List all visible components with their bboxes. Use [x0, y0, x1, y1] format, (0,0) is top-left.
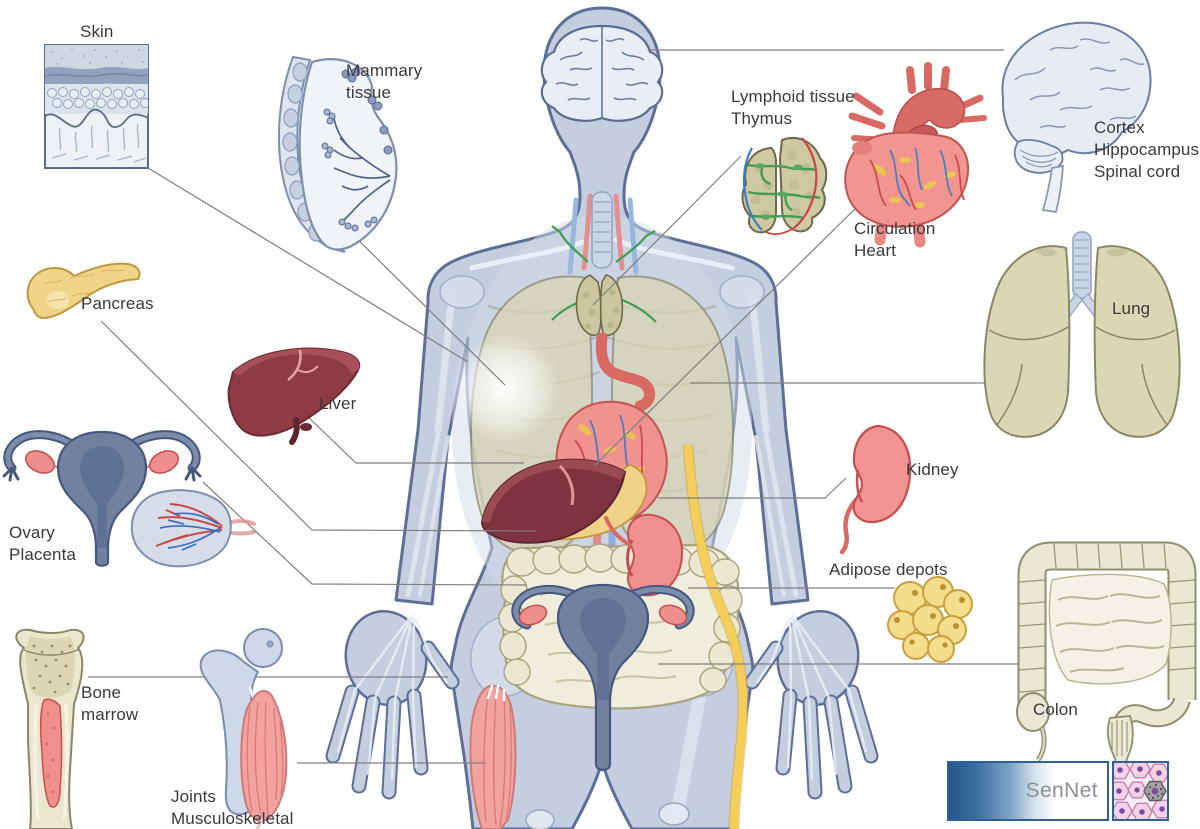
sennet-logo-cells — [1112, 761, 1169, 821]
label-liver: Liver — [319, 394, 357, 413]
adipose-band — [682, 444, 749, 829]
body-liver — [480, 458, 627, 544]
body-uterus — [511, 583, 695, 772]
heart-illustration — [844, 62, 987, 248]
label-lymphoid: Lymphoid tissue Thymus — [731, 87, 855, 128]
leader-heart — [593, 201, 863, 467]
liver-illustration — [227, 347, 361, 445]
label-skin: Skin — [80, 22, 114, 41]
joints-illustration — [199, 628, 288, 829]
body-figure — [325, 6, 879, 829]
leader-kidney — [658, 477, 847, 499]
label-joints: Joints Musculoskeletal — [171, 787, 294, 828]
leader-ovary — [202, 481, 528, 586]
sennet-logo: SenNet — [947, 761, 1169, 821]
leader-mammary — [336, 218, 506, 386]
label-adipose: Adipose depots — [829, 560, 948, 579]
sennet-logo-band: SenNet — [947, 761, 1109, 821]
leader-liver — [303, 412, 524, 464]
label-colon: Colon — [1033, 700, 1078, 719]
sennet-logo-text: SenNet — [1025, 779, 1098, 802]
thymus-illustration — [741, 137, 828, 235]
body-kidney — [604, 513, 684, 597]
label-mammary: Mammary tissue — [346, 61, 423, 102]
label-pancreas: Pancreas — [81, 294, 154, 313]
body-thigh-muscle — [469, 684, 517, 829]
label-bone-marrow: Bone marrow — [81, 683, 139, 724]
head-brain — [540, 24, 664, 122]
right-hand — [744, 609, 879, 800]
lung-illustration — [983, 231, 1181, 438]
leader-lines — [88, 49, 1046, 764]
body-thymus — [575, 274, 624, 336]
bone-marrow-illustration — [15, 628, 85, 829]
label-lung: Lung — [1112, 299, 1151, 318]
trachea — [591, 191, 613, 269]
pancreas-illustration — [26, 262, 141, 319]
mammary-illustration — [277, 55, 398, 253]
neck-vessels — [567, 193, 639, 275]
label-kidney: Kidney — [906, 460, 959, 479]
leader-skin — [147, 167, 469, 363]
leader-pancreas — [100, 320, 537, 532]
label-circulation: Circulation Heart — [854, 219, 936, 260]
senescent-cells-icon — [1114, 763, 1167, 819]
leader-thymus — [592, 155, 742, 306]
left-hand — [325, 609, 460, 800]
label-cortex: Cortex Hippocampus Spinal cord — [1094, 118, 1200, 181]
kidney-illustration — [839, 424, 912, 555]
placenta-illustration — [130, 489, 256, 568]
skin-illustration — [44, 44, 149, 169]
skeleton-hints — [405, 237, 799, 829]
label-ovary: Ovary Placenta — [9, 523, 76, 564]
colon-illustration — [1016, 541, 1197, 777]
chest-highlight — [450, 333, 560, 443]
ovary-illustration — [2, 430, 202, 567]
lymphatic-vessels — [551, 225, 657, 323]
adipose-illustration — [887, 576, 973, 663]
brain-illustration — [1001, 21, 1152, 214]
